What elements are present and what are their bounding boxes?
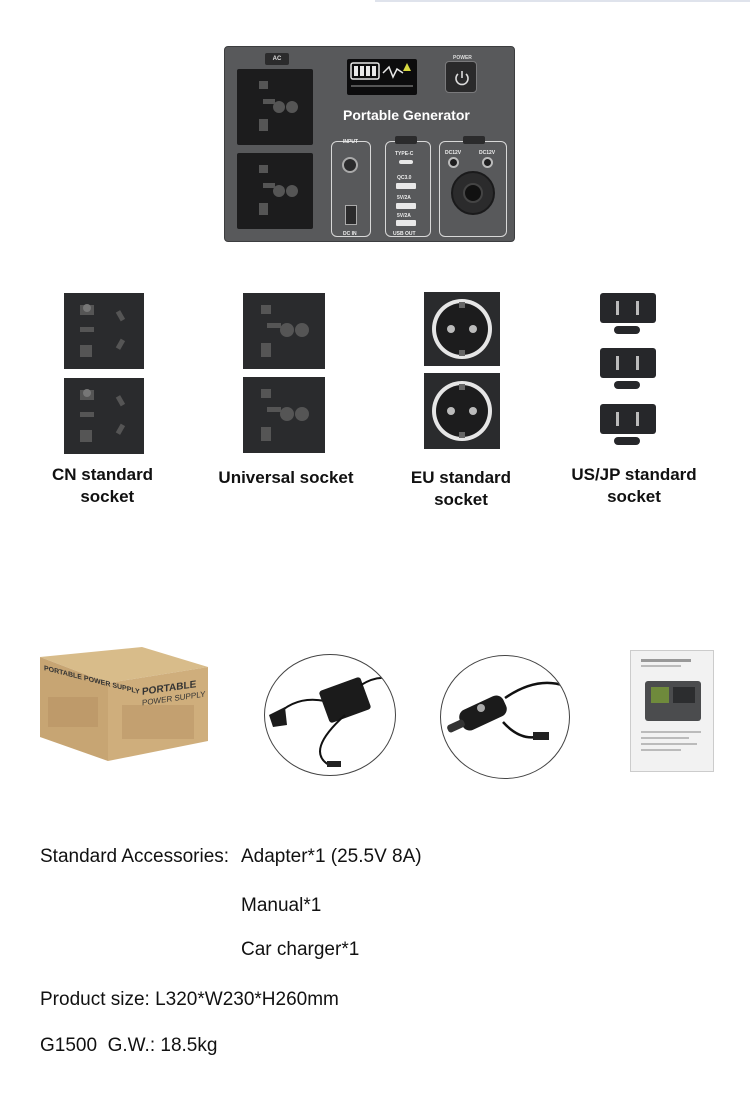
dc1-label: DC12V xyxy=(445,150,462,156)
cn-socket-1 xyxy=(64,293,144,369)
manual-spec: Manual*1 xyxy=(241,895,322,916)
qc-port xyxy=(396,183,416,189)
eu-socket-icon xyxy=(432,381,492,441)
eu-socket-2 xyxy=(424,373,500,449)
dc2-label: DC12V xyxy=(479,150,496,156)
product-size: Product size: L320*W230*H260mm xyxy=(40,989,339,1010)
usb-cap xyxy=(395,136,417,144)
us-socket-icon xyxy=(600,348,656,389)
top-divider xyxy=(375,0,750,2)
eu-socket-icon xyxy=(432,299,492,359)
us-jp-socket-caption: US/JP standard socket xyxy=(571,465,697,506)
universal-socket-2 xyxy=(243,377,325,453)
dc-port-2 xyxy=(482,157,493,168)
us-socket-icon xyxy=(600,293,656,334)
us-socket-1 xyxy=(598,293,658,337)
input-group xyxy=(331,141,371,237)
dc-cap xyxy=(463,136,485,144)
ac-outlet-2 xyxy=(237,153,313,229)
qc-label: QC3.0 xyxy=(397,175,412,181)
accessories-label: Standard Accessories: xyxy=(40,846,230,867)
gross-weight: G1500 G.W.: 18.5kg xyxy=(40,1035,218,1056)
manual-image xyxy=(630,650,714,772)
car-charger-image xyxy=(440,655,570,779)
typec-label: TYPE-C xyxy=(395,151,414,157)
cn-socket-icon xyxy=(80,389,126,442)
anderson-port xyxy=(345,205,357,225)
us-socket-2 xyxy=(598,348,658,392)
universal-socket-icon xyxy=(259,165,298,215)
dc-in-label: DC IN xyxy=(343,231,357,237)
ac-outlet-1 xyxy=(237,69,313,145)
us-socket-icon xyxy=(600,404,656,445)
usb-out-label: USB OUT xyxy=(393,231,416,237)
ac-label: AC xyxy=(265,53,289,65)
carton-box-image: PORTABLE POWER SUPPLY PORTABLE POWER SUP… xyxy=(38,645,210,763)
usb-port-2 xyxy=(396,220,416,226)
us-socket-3 xyxy=(598,404,658,448)
cn-socket-2 xyxy=(64,378,144,454)
manual-icon xyxy=(641,659,701,751)
universal-socket-caption: Universal socket xyxy=(218,468,354,487)
universal-socket-icon xyxy=(261,389,309,441)
universal-socket-1 xyxy=(243,293,325,369)
panel-title: Portable Generator xyxy=(343,107,470,123)
lcd-display xyxy=(347,59,417,95)
dc-input-port xyxy=(342,157,358,173)
usb-port-1 xyxy=(396,203,416,209)
car-charger-icon xyxy=(447,681,566,740)
input-label: INPUT xyxy=(343,139,358,145)
adapter-spec: Adapter*1 (25.5V 8A) xyxy=(241,846,422,867)
adapter-image xyxy=(264,654,396,776)
eu-socket-1 xyxy=(424,292,500,366)
cn-socket-caption: CN standard socket xyxy=(52,465,154,506)
universal-socket-icon xyxy=(261,305,309,357)
power-adapter-icon xyxy=(269,676,392,767)
car-socket xyxy=(451,171,495,215)
usb1-label: 5V/2A xyxy=(397,195,411,201)
typec-port xyxy=(399,160,413,164)
power-button[interactable] xyxy=(445,61,477,93)
power-label: POWER xyxy=(453,55,472,61)
dc-port-1 xyxy=(448,157,459,168)
usb2-label: 5V/2A xyxy=(397,213,411,219)
generator-front-panel: AC POWER xyxy=(224,46,515,242)
eu-socket-caption: EU standard socket xyxy=(410,468,512,509)
universal-socket-icon xyxy=(259,81,298,131)
cn-socket-icon xyxy=(80,304,126,357)
power-icon xyxy=(455,71,469,86)
car-charger-spec: Car charger*1 xyxy=(241,939,360,960)
